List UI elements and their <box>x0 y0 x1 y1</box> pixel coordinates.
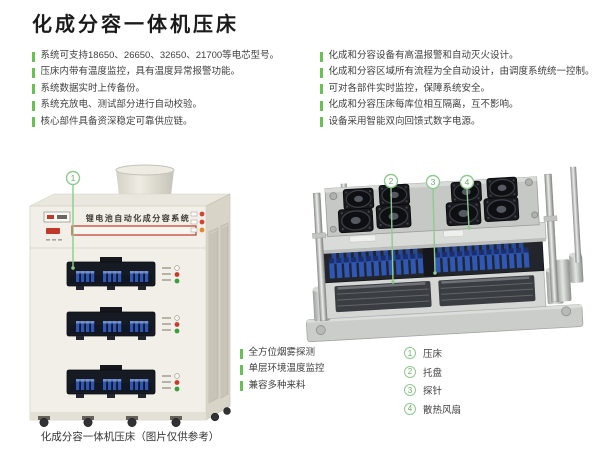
callout-1: 1 <box>65 170 81 270</box>
status-lights <box>190 211 205 233</box>
feature-text: 可对各部件实时监控，保障系统安全。 <box>328 82 491 94</box>
slot-indicators <box>162 265 180 284</box>
legend-item: 1 压床 <box>404 346 461 360</box>
emergency-stop-button[interactable] <box>46 228 60 234</box>
slot-indicators <box>162 315 180 334</box>
battery-cells <box>76 379 149 390</box>
figure-caption: 化成分容一体机压床（图片仅供参考） <box>40 431 220 443</box>
feature-text: 设备采用智能双向回馈式数字电源。 <box>328 115 481 127</box>
bullet-bar <box>240 381 243 392</box>
bullet-bar <box>320 84 323 95</box>
bullet-bar <box>32 117 35 128</box>
probe-cells <box>328 241 530 279</box>
feature-item: 设备采用智能双向回馈式数字电源。 <box>320 115 598 128</box>
legend-label: 压床 <box>423 349 443 360</box>
legend-number-badge: 3 <box>404 384 416 396</box>
feature-text: 系统可支持18650、26650、32650、21700等电芯型号。 <box>40 50 280 61</box>
legend-label: 托盘 <box>423 367 443 379</box>
formation-cabinet-figure: 锂电池自动化成分容系统 <box>24 160 234 428</box>
legend-number-badge: 2 <box>404 365 416 378</box>
feature-item: 系统可支持18650、26650、32650、21700等电芯型号。 <box>32 50 308 62</box>
svg-text:1: 1 <box>71 173 76 183</box>
battery-slot-1 <box>66 257 180 290</box>
bullet-bar <box>320 51 323 62</box>
legend-number-badge: 1 <box>404 347 416 359</box>
caster-wheels <box>30 407 231 427</box>
feature-item: 化成和分容设备有高温报警和自动灭火设计。 <box>320 50 598 62</box>
legend-number-badge: 4 <box>404 402 416 415</box>
feature-text: 核心部件具备资深稳定可靠供应链。 <box>40 115 193 127</box>
battery-cells <box>76 321 149 332</box>
display-strip <box>71 225 197 236</box>
side-vent-grille <box>208 222 229 404</box>
legend-label: 探针 <box>423 386 443 397</box>
legend-label: 散热风扇 <box>423 404 462 416</box>
battery-slot-2 <box>66 307 180 340</box>
panel-title: 锂电池自动化成分容系统 <box>86 213 191 223</box>
bullet-bar <box>32 100 35 111</box>
feature-text: 化成和分容区域所有流程为全自动设计，由调度系统统一控制。 <box>328 66 595 78</box>
bullet-bar <box>320 117 323 128</box>
callout-4: 4 <box>459 174 475 230</box>
guide-rods-front <box>312 173 559 322</box>
feature-list-left: 系统可支持18650、26650、32650、21700等电芯型号。 压床内带有… <box>32 50 308 133</box>
tray-panel <box>334 275 536 313</box>
feature-text: 单层环境温度监控 <box>248 363 325 375</box>
feature-text: 兼容多种来料 <box>248 379 306 391</box>
feature-item: 全方位烟雾探测 <box>240 347 370 359</box>
feature-text: 系统充放电、测试部分进行自动校验。 <box>40 99 203 111</box>
battery-slot-3 <box>66 365 180 398</box>
feature-item: 系统数据实时上传备份。 <box>32 82 308 95</box>
feature-text: 化成和分容压床每库位相互隔离，互不影响。 <box>328 99 519 111</box>
slot-indicators <box>162 373 180 392</box>
feature-text: 化成和分容设备有高温报警和自动灭火设计。 <box>328 50 519 61</box>
feature-item: 化成和分容压床每库位相互隔离，互不影响。 <box>320 99 598 111</box>
svg-text:2: 2 <box>389 176 394 186</box>
bullet-bar <box>320 100 323 111</box>
legend-item: 4 散热风扇 <box>404 402 461 416</box>
bullet-bar <box>240 348 243 359</box>
legend-item: 3 探针 <box>404 383 461 397</box>
bullet-bar <box>32 84 35 95</box>
svg-text:4: 4 <box>465 177 470 187</box>
battery-cells <box>76 271 149 282</box>
control-panel: 锂电池自动化成分容系统 <box>43 211 205 241</box>
feature-text: 全方位烟雾探测 <box>248 347 316 358</box>
feature-item: 系统充放电、测试部分进行自动校验。 <box>32 99 308 111</box>
bullet-bar <box>320 67 323 78</box>
feature-item: 核心部件具备资深稳定可靠供应链。 <box>32 115 308 128</box>
feature-item: 化成和分容区域所有流程为全自动设计，由调度系统统一控制。 <box>320 66 598 78</box>
legend-item: 2 托盘 <box>404 365 461 379</box>
feature-text: 压床内带有温度监控，具有温度异常报警功能。 <box>40 66 241 78</box>
bullet-bar <box>240 364 243 375</box>
feature-item: 压床内带有温度监控，具有温度异常报警功能。 <box>32 66 308 78</box>
feature-item: 兼容多种来料 <box>240 379 370 392</box>
feature-item: 单层环境温度监控 <box>240 363 370 375</box>
page-title: 化成分容一体机压床 <box>32 14 239 36</box>
press-assembly-figure: 2 3 4 <box>296 166 596 354</box>
callout-3: 3 <box>425 174 441 275</box>
bullet-bar <box>32 67 35 78</box>
feature-text: 系统数据实时上传备份。 <box>40 82 146 94</box>
feature-list-right: 化成和分容设备有高温报警和自动灭火设计。 化成和分容区域所有流程为全自动设计，由… <box>320 50 598 133</box>
feature-item: 可对各部件实时监控，保障系统安全。 <box>320 82 598 95</box>
parts-legend: 1 压床 2 托盘 3 探针 4 散热风扇 <box>404 346 461 420</box>
logo-caption-marks <box>46 239 62 241</box>
brand-logo <box>43 211 71 223</box>
press-feature-list: 全方位烟雾探测 单层环境温度监控 兼容多种来料 <box>240 347 370 397</box>
bullet-bar <box>32 51 35 62</box>
callout-2: 2 <box>383 173 399 284</box>
svg-text:3: 3 <box>431 177 436 187</box>
